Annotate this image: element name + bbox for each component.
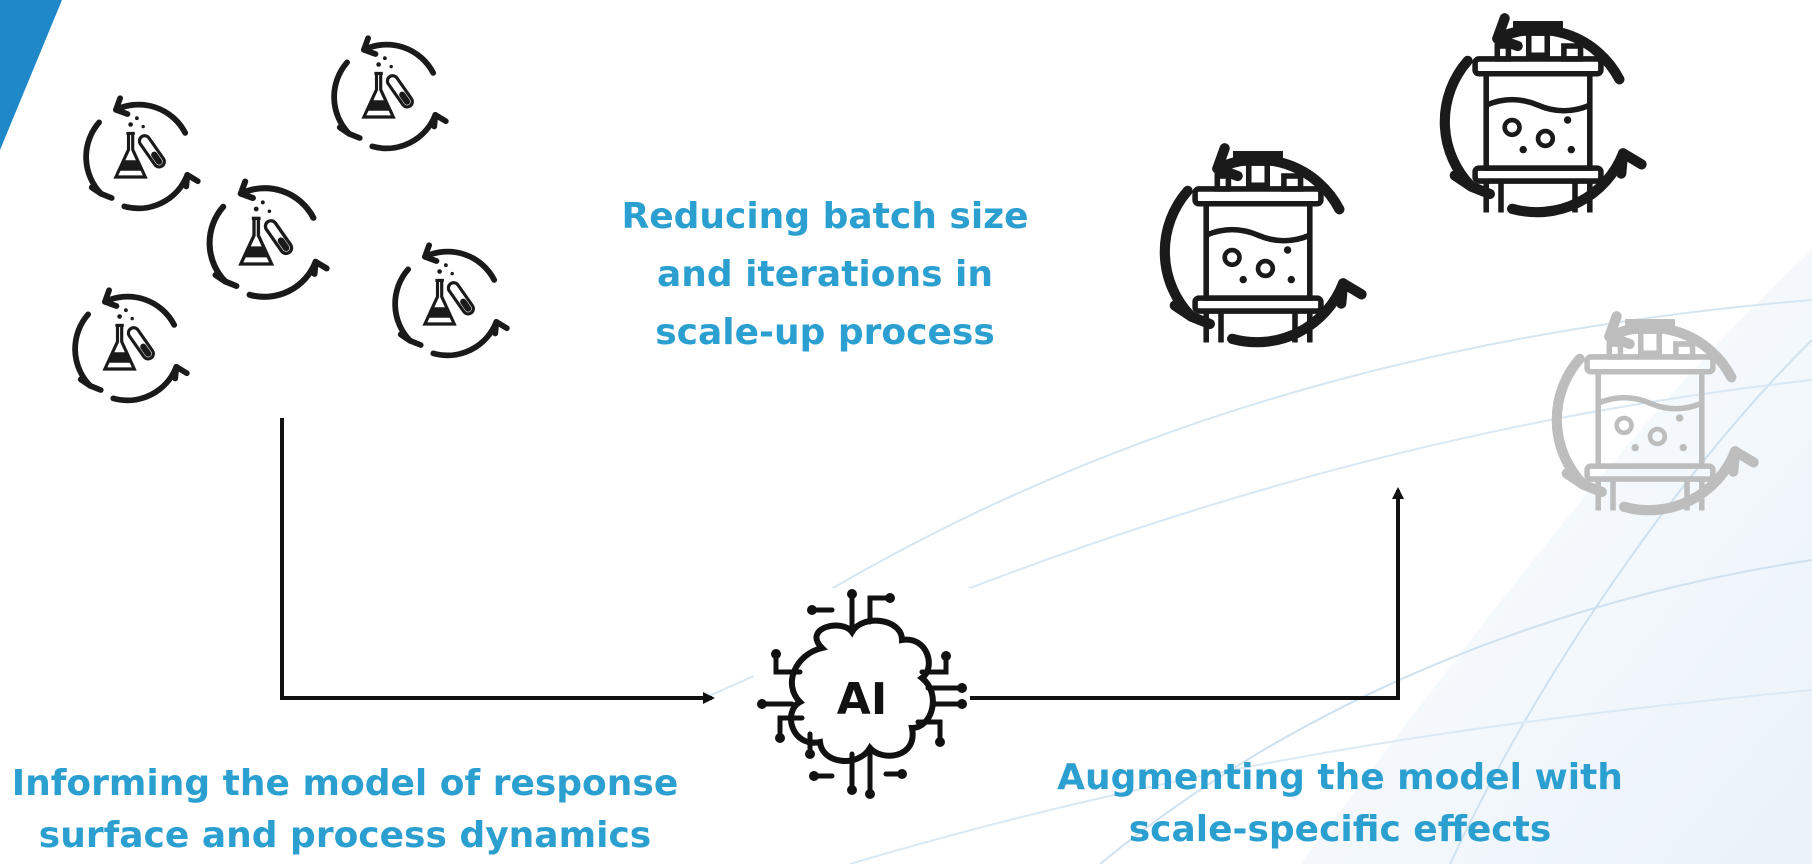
flask-cycle-icon [395,245,507,355]
caption-batch-reduction: Reducing batch size and iterations in sc… [600,188,1050,362]
caption-line: surface and process dynamics [38,815,652,856]
flask-cycle-icon [210,182,327,297]
arrow-to-scale-up [968,487,1404,700]
caption-line: Augmenting the model with [1057,757,1623,798]
reactor-cycle-icon [1165,148,1362,342]
caption-line: and iterations in [656,254,994,295]
caption-line: Reducing batch size [621,196,1029,237]
corner-accent [0,0,62,150]
reactor-cycle-icon [1445,18,1642,212]
flask-cycle-icon [75,290,187,400]
caption-line: Informing the model of response [11,763,679,804]
flask-cycle-icon [86,98,198,208]
flow-arrows [280,418,1404,704]
caption-informing-model: Informing the model of response surface … [0,758,690,862]
small-scale-experiments [75,38,507,400]
caption-augmenting-model: Augmenting the model with scale-specific… [1030,752,1650,856]
caption-line: scale-specific effects [1128,809,1552,850]
ai-label: AI [837,674,887,725]
caption-line: scale-up process [655,312,995,353]
arrow-to-model [280,418,715,704]
large-scale-runs [1165,18,1754,510]
flask-cycle-icon [334,38,446,148]
ai-brain-icon: AI [754,588,970,808]
